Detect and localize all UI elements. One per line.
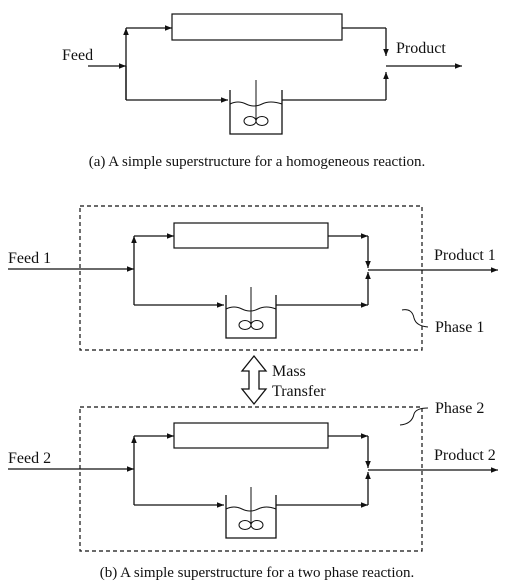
stirred-tank-reactor-b1 — [225, 287, 277, 339]
phase-2-unit — [8, 406, 498, 552]
caption-a: (a) A simple superstructure for a homoge… — [89, 154, 426, 170]
product-1-label: Product 1 — [434, 247, 496, 264]
phase-1-boundary — [79, 205, 423, 351]
plug-flow-reactor-b1 — [173, 222, 329, 249]
phase-1-label: Phase 1 — [435, 319, 484, 336]
caption-b: (b) A simple superstructure for a two ph… — [100, 565, 415, 581]
product-2-label: Product 2 — [434, 447, 496, 464]
plug-flow-reactor-a — [171, 13, 343, 41]
product-label-a: Product — [396, 40, 446, 57]
mass-transfer-label-2: Transfer — [272, 383, 326, 400]
stirred-tank-reactor-a — [229, 80, 283, 135]
feed-label-a: Feed — [62, 47, 93, 64]
stirred-tank-reactor-b2 — [225, 487, 277, 539]
pfr-branch-a — [126, 13, 389, 56]
phase-1-unit — [8, 205, 498, 351]
phase-2-boundary — [79, 406, 423, 552]
feed-2-label: Feed 2 — [8, 450, 51, 467]
phase-2-label: Phase 2 — [435, 400, 484, 417]
cstr-branch-a — [126, 72, 389, 135]
diagram-a: Feed Product (a) A — [62, 13, 462, 170]
plug-flow-reactor-b2 — [173, 422, 329, 449]
mass-transfer-label-1: Mass — [272, 363, 306, 380]
diagram-b: Feed 1 Product 1 Phase 1 Mass Transfer — [8, 205, 498, 581]
mass-transfer-arrow — [240, 354, 268, 406]
feed-1-label: Feed 1 — [8, 250, 51, 267]
